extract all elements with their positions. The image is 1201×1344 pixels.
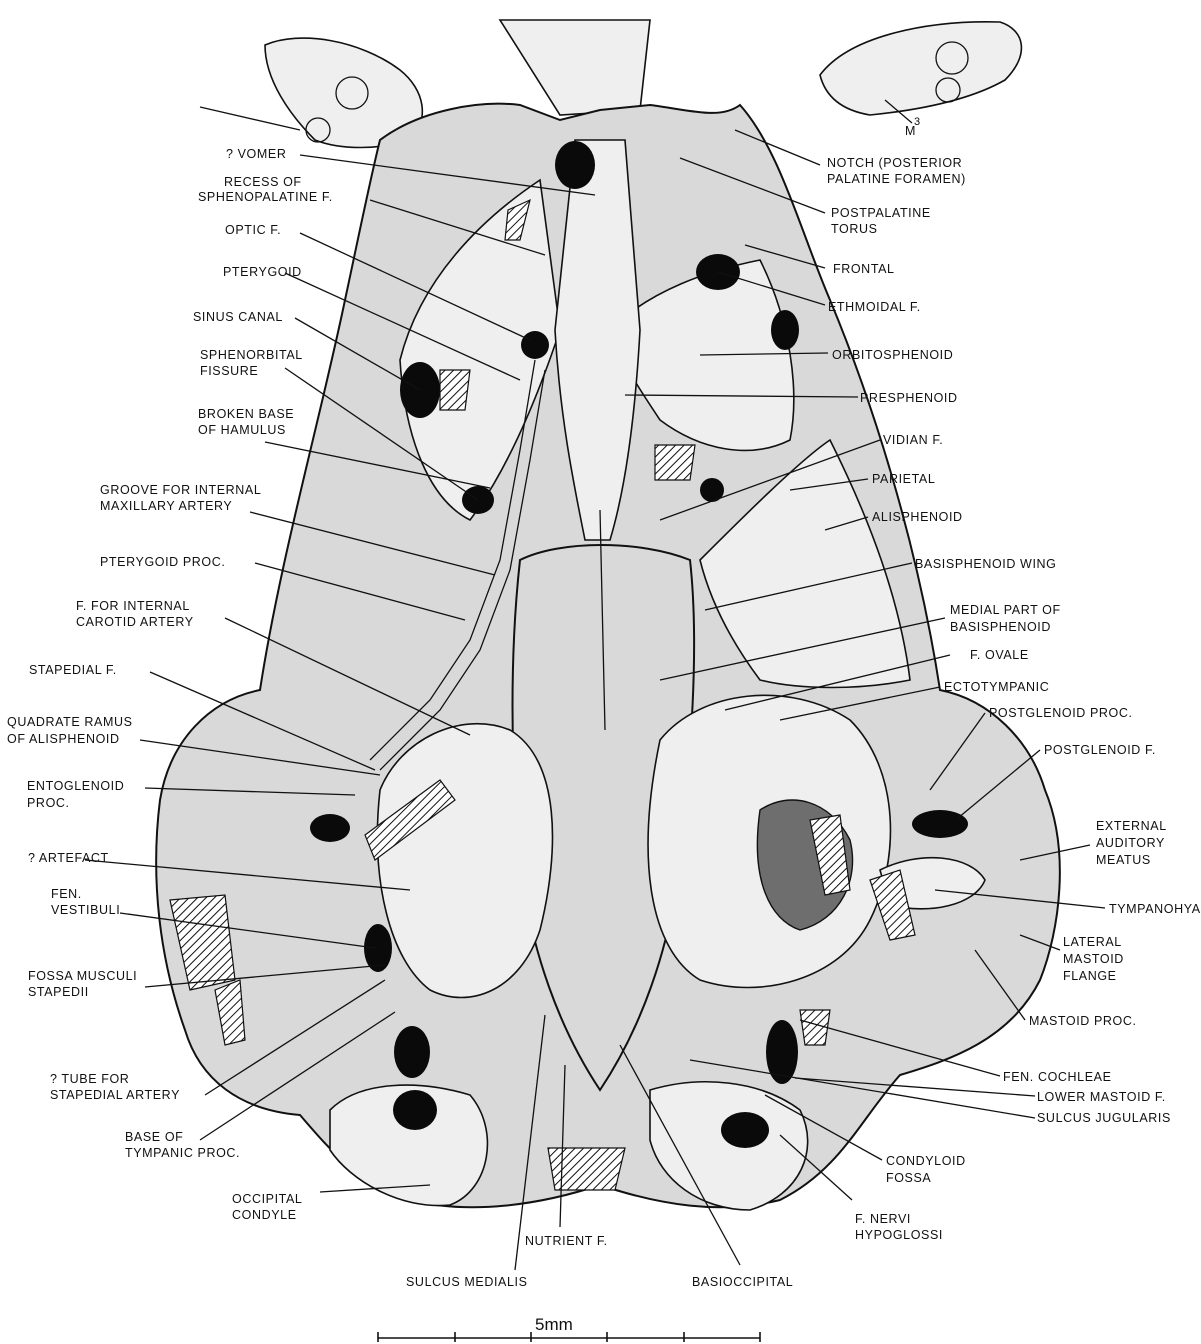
label-vomer: ? VOMER xyxy=(226,147,286,161)
left-stapedial-foramen xyxy=(310,814,350,842)
label-orbitosphenoid: ORBITOSPHENOID xyxy=(832,348,953,362)
label-stapedii: STAPEDII xyxy=(28,985,89,999)
scale-bar: 5mm xyxy=(378,1315,760,1342)
label-tooth-superscript: 3 xyxy=(914,116,921,128)
label-frontal: FRONTAL xyxy=(833,262,895,276)
label-stapedial-artery: STAPEDIAL ARTERY xyxy=(50,1088,180,1102)
label-vestibuli: VESTIBULI xyxy=(51,903,120,917)
hatched-sinus xyxy=(440,370,470,410)
scale-bar-label: 5mm xyxy=(535,1315,573,1334)
label-artefact: ? ARTEFACT xyxy=(28,851,109,865)
label-of-hamulus: OF HAMULUS xyxy=(198,423,286,437)
hatched-presphenoid xyxy=(655,445,695,480)
label-condyle: CONDYLE xyxy=(232,1208,297,1222)
right-lower-mastoid-foramen xyxy=(766,1020,798,1084)
label-nutrient-f: NUTRIENT F. xyxy=(525,1234,608,1248)
left-jugular-foramen xyxy=(394,1026,430,1078)
label-basisphenoid-wing: BASISPHENOID WING xyxy=(915,557,1056,571)
label-base-of: BASE OF xyxy=(125,1130,183,1144)
label-groove-for-internal: GROOVE FOR INTERNAL xyxy=(100,483,261,497)
label-fen: FEN. xyxy=(51,887,82,901)
label-tympanic-proc: TYMPANIC PROC. xyxy=(125,1146,240,1160)
label-mastoid-proc: MASTOID PROC. xyxy=(1029,1014,1137,1028)
label-f-nervi: F. NERVI xyxy=(855,1212,911,1226)
label-auditory: AUDITORY xyxy=(1096,836,1165,850)
label-f-for-internal: F. FOR INTERNAL xyxy=(76,599,190,613)
label-maxillary-artery: MAXILLARY ARTERY xyxy=(100,499,232,513)
right-molar xyxy=(820,22,1021,115)
label-lateral: LATERAL xyxy=(1063,935,1122,949)
label-lower-mastoid-f: LOWER MASTOID F. xyxy=(1037,1090,1166,1104)
label-carotid-artery: CAROTID ARTERY xyxy=(76,615,194,629)
right-hypoglossal-foramen xyxy=(721,1112,769,1148)
label-postglenoid-proc: POSTGLENOID PROC. xyxy=(989,706,1133,720)
left-auditory-bulla xyxy=(377,724,552,998)
label-postpalatine: POSTPALATINE xyxy=(831,206,931,220)
left-hypoglossal-foramen xyxy=(393,1090,437,1130)
label-basioccipital: BASIOCCIPITAL xyxy=(692,1275,793,1289)
label-optic-f: OPTIC F. xyxy=(225,223,281,237)
label-fissure: FISSURE xyxy=(200,364,258,378)
label-quadrate-ramus: QUADRATE RAMUS xyxy=(7,715,133,729)
label-medial-part-of: MEDIAL PART OF xyxy=(950,603,1061,617)
label-fen-cochleae: FEN. COCHLEAE xyxy=(1003,1070,1112,1084)
label-f-ovale: F. OVALE xyxy=(970,648,1029,662)
label-broken-base: BROKEN BASE xyxy=(198,407,294,421)
palate-strip xyxy=(500,20,650,115)
label-pterygoid-proc: PTERYGOID PROC. xyxy=(100,555,225,569)
label-sphenopalatine-f: SPHENOPALATINE F. xyxy=(198,190,333,204)
label-basisphenoid: BASISPHENOID xyxy=(950,620,1051,634)
label-proc: PROC. xyxy=(27,796,70,810)
label-mastoid: MASTOID xyxy=(1063,952,1124,966)
label-of-alisphenoid: OF ALISPHENOID xyxy=(7,732,120,746)
label-ethmoidal-f: ETHMOIDAL F. xyxy=(828,300,921,314)
label-condyloid: CONDYLOID xyxy=(886,1154,966,1168)
label-sulcus-jugularis: SULCUS JUGULARIS xyxy=(1037,1111,1171,1125)
label-pterygoid: PTERYGOID xyxy=(223,265,302,279)
label-alisphenoid: ALISPHENOID xyxy=(872,510,963,524)
label-palatine-foramen: PALATINE FORAMEN) xyxy=(827,172,966,186)
label-group-bottom: NUTRIENT F. SULCUS MEDIALIS BASIOCCIPITA… xyxy=(406,1234,793,1289)
label-vidian-f: VIDIAN F. xyxy=(883,433,943,447)
label-occipital: OCCIPITAL xyxy=(232,1192,302,1206)
label-meatus: MEATUS xyxy=(1096,853,1151,867)
label-fossa-musculi: FOSSA MUSCULI xyxy=(28,969,137,983)
label-hypoglossi: HYPOGLOSSI xyxy=(855,1228,943,1242)
label-notch-posterior: NOTCH (POSTERIOR xyxy=(827,156,962,170)
label-tube-for: ? TUBE FOR xyxy=(50,1072,129,1086)
label-sphenorbital: SPHENORBITAL xyxy=(200,348,303,362)
label-external: EXTERNAL xyxy=(1096,819,1167,833)
label-flange: FLANGE xyxy=(1063,969,1117,983)
foramen-magnum-notch xyxy=(548,1148,625,1190)
label-fossa: FOSSA xyxy=(886,1171,931,1185)
label-sulcus-medialis: SULCUS MEDIALIS xyxy=(406,1275,528,1289)
label-recess-of: RECESS OF xyxy=(224,175,302,189)
label-entoglenoid: ENTOGLENOID xyxy=(27,779,124,793)
label-sinus-canal: SINUS CANAL xyxy=(193,310,283,324)
label-postglenoid-f: POSTGLENOID F. xyxy=(1044,743,1156,757)
label-parietal: PARIETAL xyxy=(872,472,935,486)
label-ectotympanic: ECTOTYMPANIC xyxy=(944,680,1049,694)
label-tympanohyal: TYMPANOHYAL xyxy=(1109,902,1201,916)
right-postglenoid-foramen xyxy=(912,810,968,838)
label-stapedial-f: STAPEDIAL F. xyxy=(29,663,117,677)
label-presphenoid: PRESPHENOID xyxy=(860,391,958,405)
label-torus: TORUS xyxy=(831,222,878,236)
right-orbital-foramen xyxy=(771,310,799,350)
upper-nasal-recess xyxy=(555,141,595,189)
left-fen-vestibuli xyxy=(364,924,392,972)
left-optic-foramen xyxy=(521,331,549,359)
